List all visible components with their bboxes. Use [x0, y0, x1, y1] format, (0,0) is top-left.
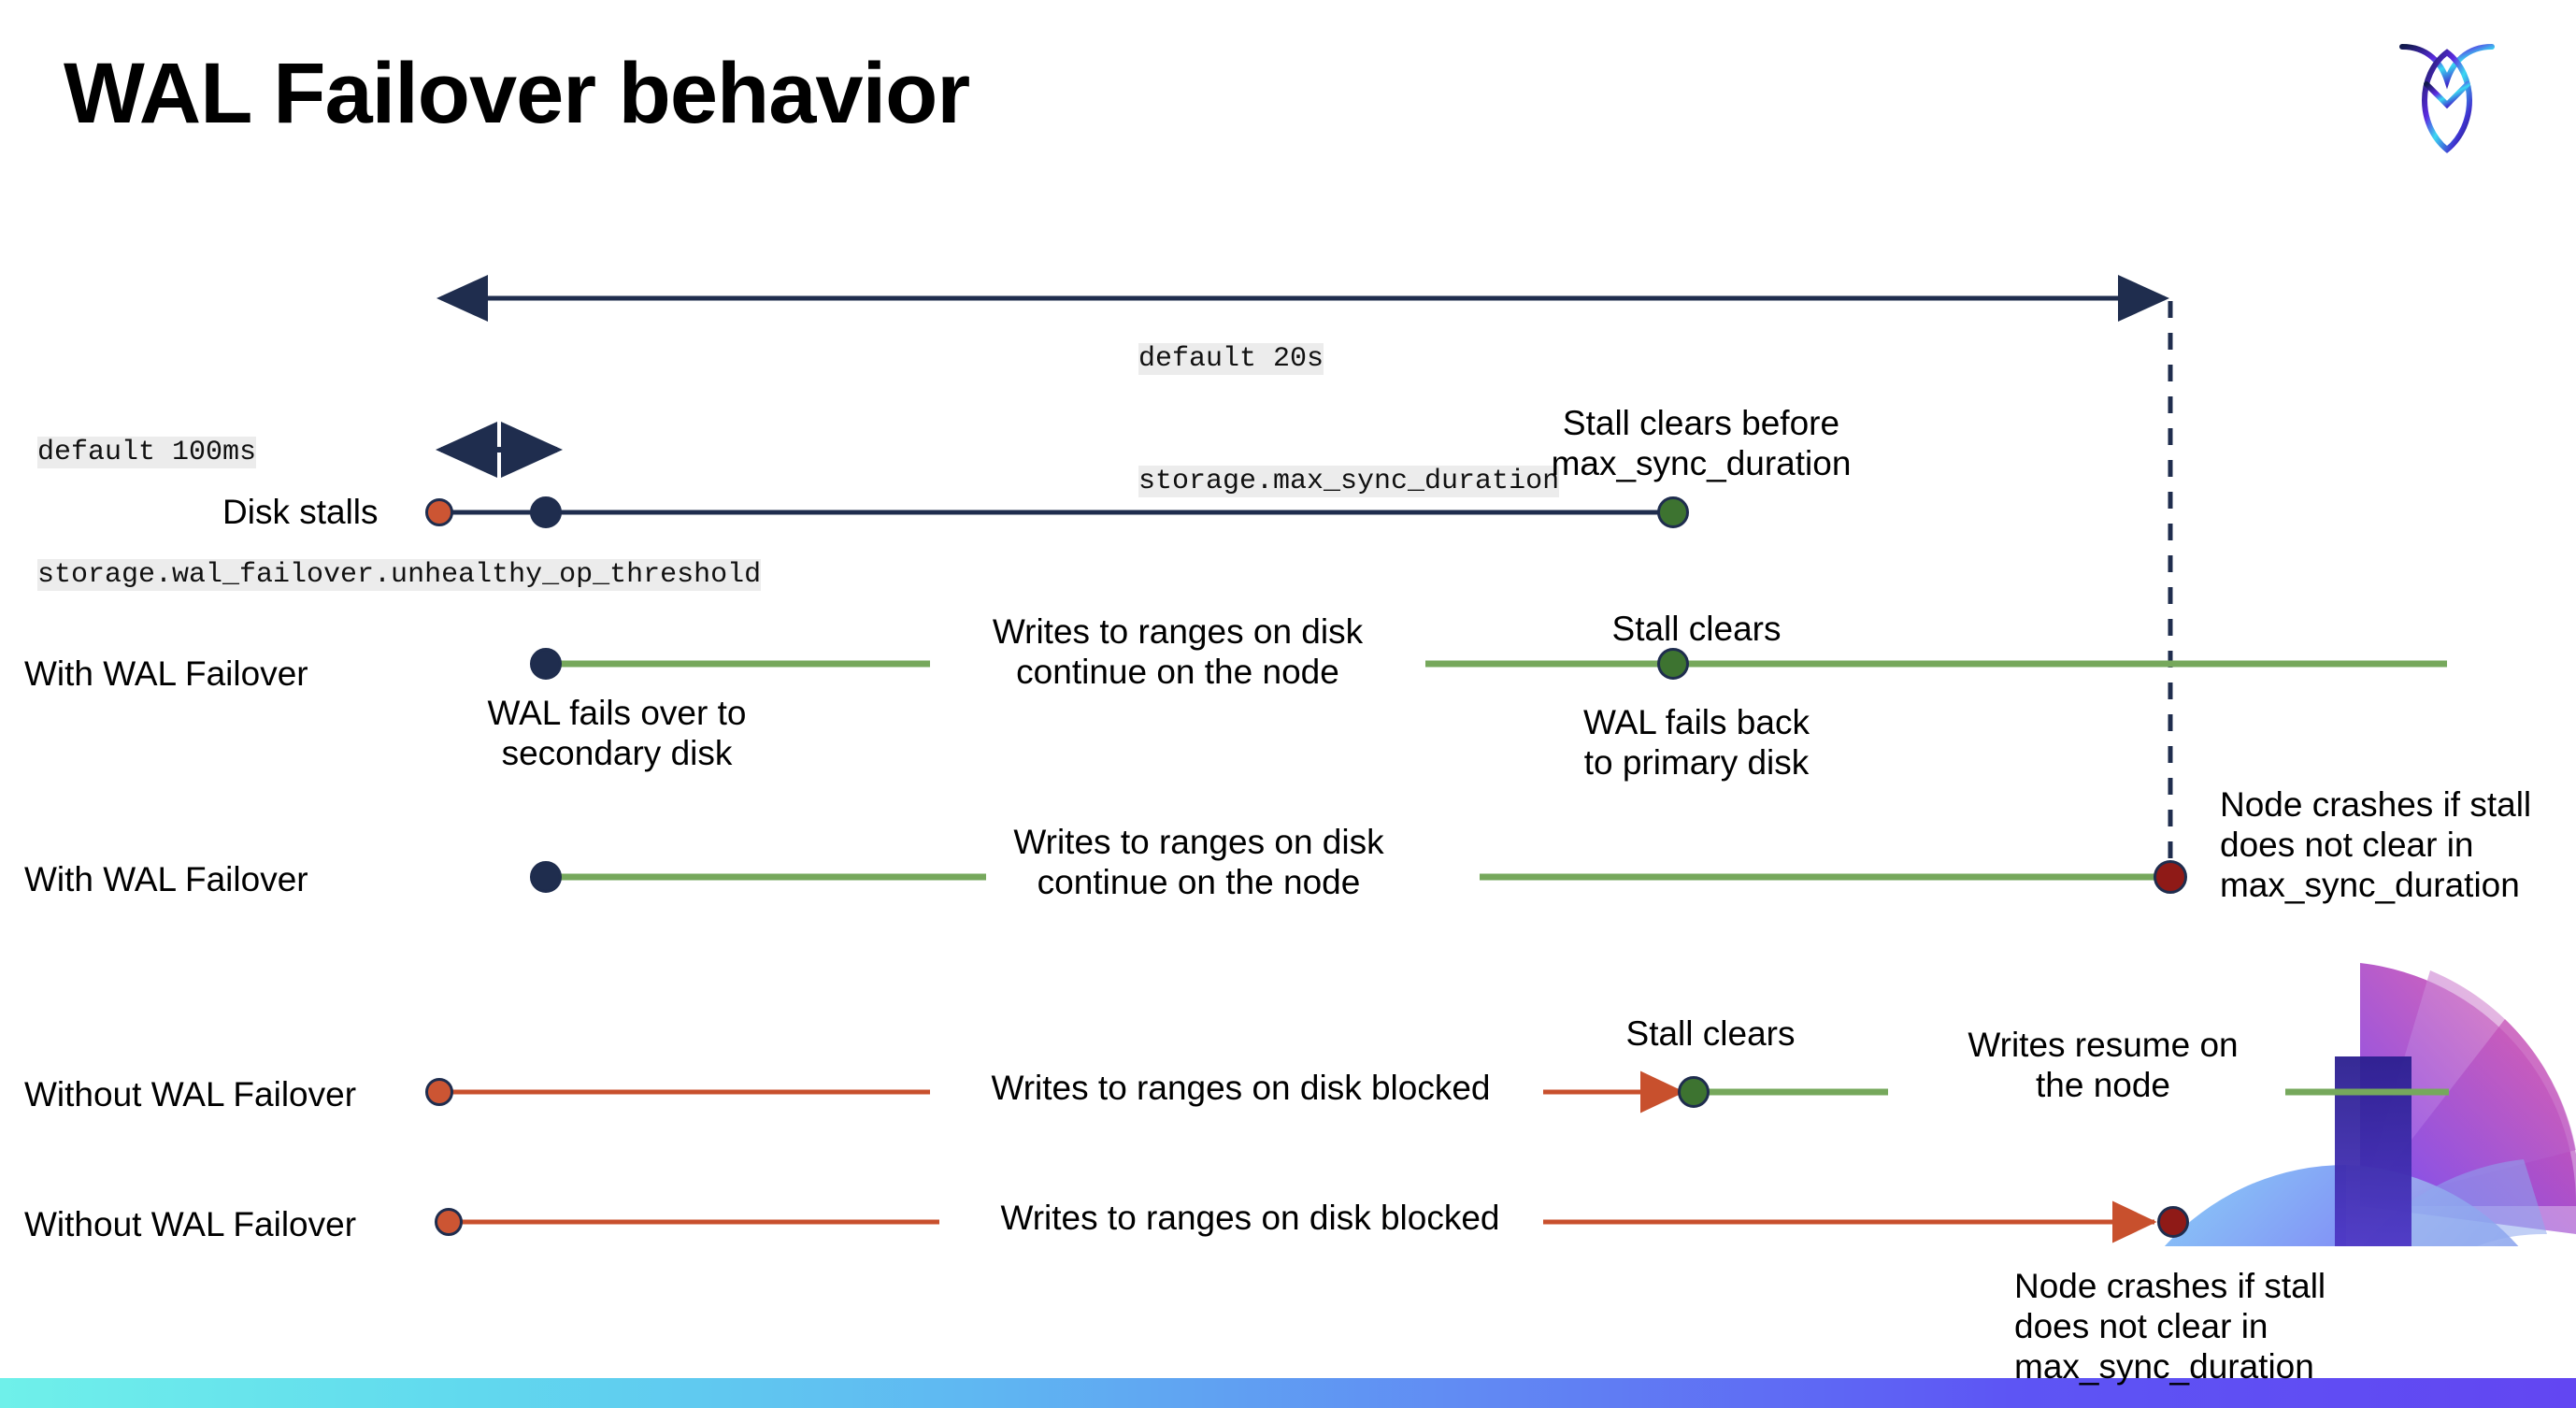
dot-wal-fails-over-2 [530, 861, 562, 893]
row-label-without-wal-failover-1: Without WAL Failover [24, 1075, 357, 1113]
row-label-with-wal-failover-2: With WAL Failover [24, 860, 308, 898]
row-label-disk-stalls: Disk stalls [222, 493, 379, 531]
annotation-max-sync-duration: default 20s storage.max_sync_duration [1138, 258, 1560, 583]
note-writes-continue-1: Writes to ranges on disk continue on the… [992, 612, 1364, 691]
annotation-max-sync-line2: storage.max_sync_duration [1138, 465, 1560, 497]
note-writes-blocked-2: Writes to ranges on disk blocked [1000, 1199, 1500, 1237]
row-label-with-wal-failover-1: With WAL Failover [24, 654, 308, 693]
annotation-unhealthy-op-threshold: default 100ms storage.wal_failover.unhea… [37, 352, 762, 677]
note-wal-fails-back: WAL fails back to primary disk [1583, 703, 1810, 782]
cockroachdb-logo-icon [2391, 26, 2503, 157]
dot-wal-fails-over [530, 648, 562, 680]
note-stall-clears-before: Stall clears before max_sync_duration [1551, 404, 1852, 482]
row-label-without-wal-failover-2: Without WAL Failover [24, 1205, 357, 1243]
annotation-unhealthy-line1: default 100ms [37, 437, 257, 468]
note-stall-clears-2: Stall clears [1625, 1014, 1796, 1053]
dot-stall-clears-row4 [1678, 1076, 1710, 1108]
page-title: WAL Failover behavior [64, 46, 970, 141]
note-node-crashes-1: Node crashes if stall does not clear in … [2220, 785, 2532, 904]
dot-disk-stall-start-row5 [435, 1208, 463, 1236]
dot-failover-trigger [530, 496, 562, 528]
dot-node-crash-row3 [2154, 860, 2187, 894]
dot-stall-clears-row2 [1657, 648, 1689, 680]
annotation-max-sync-line1: default 20s [1138, 343, 1324, 375]
dot-disk-stall-start-row4 [425, 1078, 453, 1106]
note-wal-fails-over: WAL fails over to secondary disk [487, 694, 747, 772]
annotation-unhealthy-line2: storage.wal_failover.unhealthy_op_thresh… [37, 558, 762, 591]
note-stall-clears-1: Stall clears [1611, 610, 1782, 648]
dot-node-crash-row5 [2157, 1206, 2189, 1238]
dot-stall-clears-row1 [1657, 496, 1689, 528]
note-node-crashes-2: Node crashes if stall does not clear in … [2014, 1267, 2326, 1386]
note-writes-blocked-1: Writes to ranges on disk blocked [991, 1069, 1491, 1107]
dot-disk-stall-start [425, 498, 453, 526]
note-writes-continue-2: Writes to ranges on disk continue on the… [1013, 823, 1384, 901]
bottom-gradient-bar [0, 1378, 2576, 1408]
note-writes-resume: Writes resume on the node [1968, 1026, 2239, 1104]
